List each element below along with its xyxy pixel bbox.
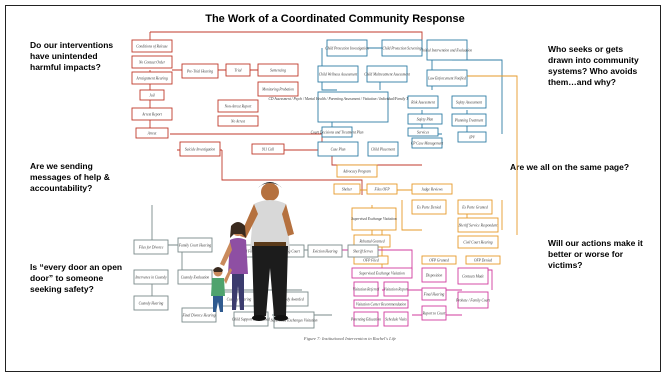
node-judge-reviews: Judge Reviews	[421, 188, 443, 192]
family-court-track: Files for Divorce Family Court Hearing I…	[133, 237, 379, 329]
node-custody-awarded: Custody Awarded	[278, 298, 303, 302]
node-911-call: 911 Call	[262, 148, 274, 152]
visitation-track: Supervised Exchange Visitation Visitatio…	[350, 267, 491, 327]
node-le-notified: Law Enforcement Notified	[427, 77, 466, 81]
criminal-track: Conditions of Release No Contact Order A…	[131, 39, 299, 157]
node-cp-investigation: Child Protection Investigation	[325, 47, 369, 51]
slide-title: The Work of a Coordinated Community Resp…	[205, 13, 465, 25]
node-files-ofp: Files OFP	[373, 188, 390, 192]
node-pretrial: Pre-Trial Hearing	[186, 70, 213, 74]
question-who-seeks: Who seeks or gets drawn into community s…	[548, 44, 639, 87]
node-final-divorce-hearing: Final Divorce Hearing	[181, 314, 215, 318]
node-advocacy-program: Advocacy Program	[342, 170, 371, 174]
node-arrest: Arrest	[147, 132, 158, 136]
node-custody-evaluation-2: Custody Hearing	[139, 302, 164, 306]
institutional-intervention-diagram: .bx{fill:#fff;stroke-width:0.9;} .r{stro…	[131, 31, 518, 329]
node-landlord-eviction: Landlord Files Eviction	[233, 250, 268, 254]
diagram-caption: Figure 7: Institutional Intervention in …	[303, 336, 397, 341]
node-sheriff-serves: Sheriff Serves	[353, 250, 373, 254]
node-ofp-denied: OFP Denied	[474, 259, 492, 263]
node-civil-court-hearing: Civil Court Hearing	[463, 241, 492, 245]
node-final-hearing: Final Hearing	[423, 293, 445, 297]
node-no-arrest: No Arrest	[230, 120, 246, 124]
child-figure	[211, 267, 232, 312]
family-illustration	[211, 182, 294, 321]
node-child-maltreatment: Child Maltreatment Assessment	[364, 73, 411, 77]
node-visitation-referral: Visitation Referral	[353, 288, 380, 292]
question-unintended-harm: Do our interventions have unintended har…	[30, 40, 114, 72]
node-planning-treatment: Planning Treatment	[454, 119, 485, 123]
question-open-door: Is “every door an open door” to someone …	[30, 262, 123, 294]
node-supervised-exchange-2: Supervised Exchange Visitation	[359, 272, 405, 276]
node-custody-evaluation: Custody Evaluation	[181, 276, 210, 280]
node-no-contact-order: No Contact Order	[138, 61, 166, 65]
node-visitation-report: Visitation Report	[384, 288, 409, 292]
node-arraignment: Arraignment Hearing	[135, 77, 167, 81]
node-arrest-report: Arrest Report	[141, 113, 163, 117]
node-monitoring-probation: Monitoring Probation	[261, 88, 294, 92]
node-disposition: Disposition	[425, 274, 443, 278]
node-files-divorce: Files for Divorce	[138, 246, 164, 250]
node-case-plan: Case Plan	[331, 148, 346, 152]
node-parenting-education: Parenting Education	[350, 318, 381, 322]
node-eviction-hearing: Eviction Hearing	[312, 250, 338, 254]
node-conditions-release: Conditions of Release	[136, 45, 168, 49]
question-same-page: Are we all on the same page?	[510, 162, 630, 172]
node-ex-parte-granted: Ex Parte Granted	[461, 206, 488, 210]
node-cp-case-management: CP Case Management	[411, 142, 444, 146]
node-suicide-investigation: Suicide Investigation	[185, 148, 215, 152]
node-ofp-granted: OFP Granted	[429, 259, 449, 263]
node-non-arrest-report: Non-Arrest Report	[224, 105, 253, 109]
node-supervised-exchange: Supervised Exchange Visitation	[351, 217, 397, 221]
node-initial-intervention: Initial Intervention and Evaluation	[421, 49, 472, 53]
slide-frame	[5, 5, 661, 372]
node-visitation-center: Visitation Center Recommendation	[356, 303, 406, 307]
node-child-support: Child Support Established	[232, 318, 270, 322]
node-report-to-court: Report to Court	[422, 312, 447, 316]
node-safety-assessment: Safety Assessment	[456, 101, 483, 105]
node-cp-services-list: CD Assessment / Psych / Mental Health / …	[269, 97, 439, 101]
node-schedule-visits: Schedule Visits	[385, 318, 407, 322]
man-figure	[240, 182, 294, 321]
node-intervenes-custody: Intervenes in Custody	[134, 276, 167, 280]
node-child-wellness: Child Wellness Assessment	[319, 73, 359, 77]
node-housing-court: Housing Court	[277, 250, 300, 254]
node-ex-parte-denied: Ex Parte Denied	[416, 206, 441, 210]
child-protection-track: Child Protection Investigation Child Pro…	[269, 39, 487, 157]
node-sheriff-service: Sheriff Service Respondent	[459, 224, 499, 228]
node-contacts-made: Contacts Made	[462, 275, 484, 279]
node-court-decisions: Court Decisions and Treatment Plan	[311, 131, 364, 135]
node-cp-screening: Child Protection Screening	[382, 47, 421, 51]
woman-figure	[220, 222, 248, 310]
node-jail: Jail	[149, 94, 154, 98]
node-supervised-exchanges: Supervised Exchanges Visitation	[271, 319, 318, 323]
node-shelter: Shelter	[342, 188, 353, 192]
node-ofp-filed: OFP Filed	[363, 259, 379, 263]
node-rebuttal-granted: Rebuttal Granted	[358, 240, 384, 244]
node-trial: Trial	[235, 69, 242, 73]
civil-advocacy-track: Advocacy Program Shelter Files OFP Judge…	[333, 164, 501, 265]
node-probate-family-court: Probate / Family Court	[455, 299, 491, 303]
node-child-placed: Child Placement	[371, 148, 396, 152]
node-services: Services	[417, 131, 430, 135]
node-family-court-hearing: Family Court Hearing	[178, 244, 212, 248]
question-help-accountability: Are we sending messages of help & accoun…	[30, 161, 110, 193]
node-custody-hearing: Custody Hearing	[227, 298, 252, 302]
node-risk-assessment: Risk Assessment	[410, 101, 435, 105]
node-ipv: IPV	[468, 136, 475, 140]
node-sentencing: Sentencing	[270, 69, 286, 73]
node-safety-plan: Safety Plan	[417, 118, 434, 122]
question-better-or-worse: Will our actions make it better or worse…	[548, 238, 643, 270]
